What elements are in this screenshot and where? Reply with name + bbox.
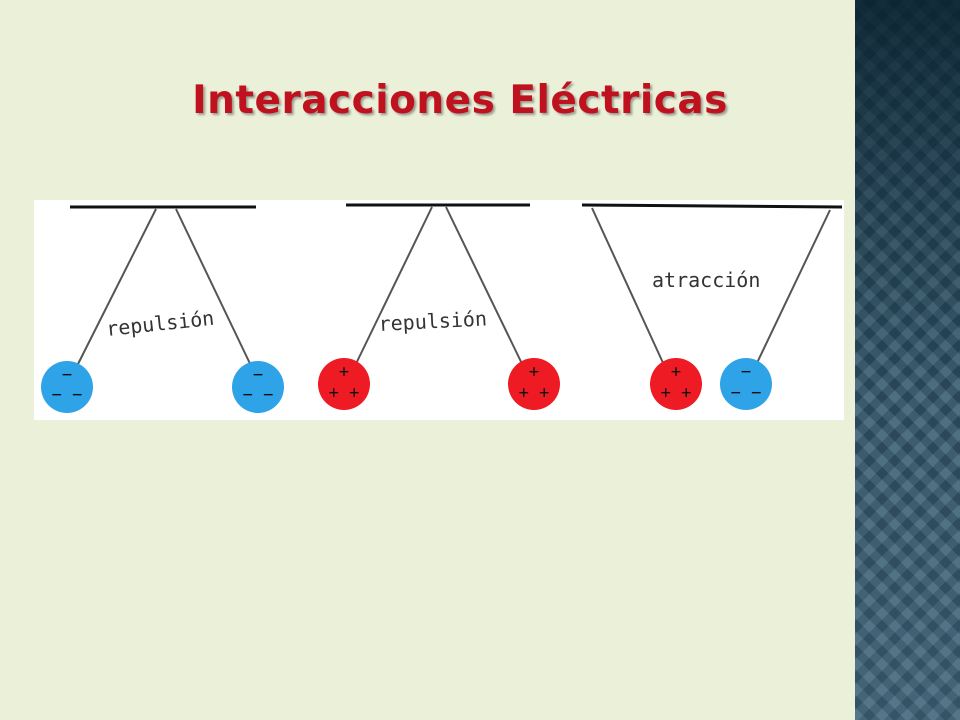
- electric-interactions-diagram: repulsión − − − − − − repulsión: [34, 200, 844, 420]
- right-thread: [445, 206, 527, 373]
- interaction-label: repulsión: [378, 306, 487, 336]
- panel-attraction: atracción + + + − − −: [581, 203, 843, 410]
- interaction-label: repulsión: [105, 306, 215, 341]
- interaction-label: atracción: [652, 268, 760, 292]
- positive-sphere-left: + + +: [650, 358, 702, 410]
- sphere-sign-bottom: − −: [52, 385, 83, 405]
- left-thread: [351, 206, 433, 373]
- right-thread: [175, 208, 255, 373]
- right-thread: [755, 209, 831, 366]
- sphere-sign-top: −: [62, 365, 72, 385]
- sphere-sign-top: −: [741, 362, 751, 382]
- diagram-svg: repulsión − − − − − − repulsión: [41, 203, 843, 413]
- sphere-sign-bottom: + +: [519, 383, 550, 403]
- negative-sphere-right: − − −: [720, 358, 772, 410]
- sphere-sign-bottom: − −: [243, 385, 274, 405]
- panel-repulsion-negative: repulsión − − − − − −: [41, 205, 284, 413]
- sphere-sign-bottom: + +: [661, 383, 692, 403]
- support-bar: [581, 203, 843, 209]
- left-thread: [73, 208, 157, 373]
- positive-sphere-right: + + +: [508, 358, 560, 410]
- sphere-sign-top: +: [529, 362, 539, 382]
- negative-sphere-right: − − −: [232, 361, 284, 413]
- decorative-side-panel: [855, 0, 960, 720]
- sphere-sign-top: −: [253, 365, 263, 385]
- positive-sphere-left: + + +: [318, 358, 370, 410]
- slide-title: Interacciones Eléctricas: [192, 78, 728, 123]
- sphere-sign-top: +: [339, 362, 349, 382]
- left-thread: [591, 207, 665, 366]
- sphere-sign-bottom: − −: [731, 383, 762, 403]
- sphere-sign-bottom: + +: [329, 383, 360, 403]
- negative-sphere-left: − − −: [41, 361, 93, 413]
- sphere-sign-top: +: [671, 362, 681, 382]
- panel-repulsion-positive: repulsión + + + + + +: [318, 203, 560, 410]
